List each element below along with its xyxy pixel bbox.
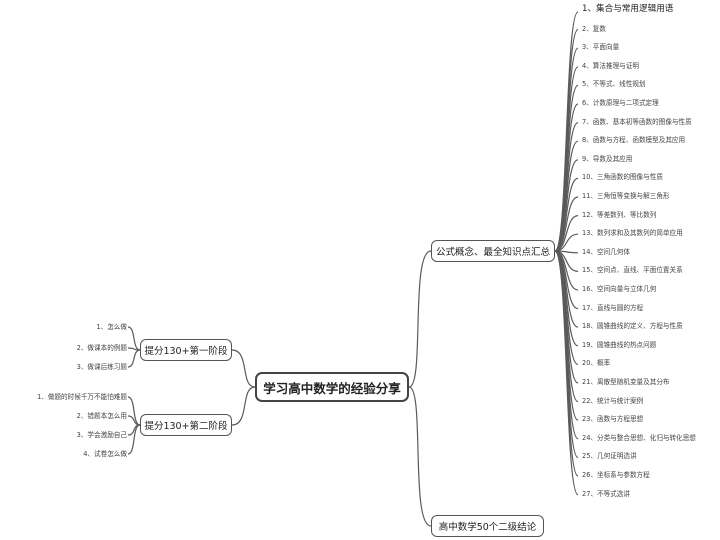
conclusions-branch-node[interactable]: 高中数学50个二级结论 bbox=[431, 515, 544, 537]
topic-item[interactable]: 4、算法推理与证明 bbox=[582, 61, 639, 70]
topic-item[interactable]: 25、几何证明选讲 bbox=[582, 452, 637, 461]
connector-root-conclusions bbox=[408, 386, 432, 527]
stage2-item[interactable]: 1、做题的时候千万不能怕难题 bbox=[37, 393, 127, 401]
topic-item[interactable]: 16、空间向量与立体几何 bbox=[582, 285, 657, 293]
stage2-branch-node[interactable]: 提分130+第二阶段 bbox=[140, 414, 232, 436]
topic-item[interactable]: 23、函数与方程思想 bbox=[582, 415, 644, 424]
topic-item[interactable]: 1、集合与常用逻辑用语 bbox=[582, 4, 674, 14]
topic-item[interactable]: 9、导数及其应用 bbox=[582, 154, 633, 163]
topic-item[interactable]: 10、三角函数的图像与性质 bbox=[582, 173, 663, 182]
stage1-item[interactable]: 1、怎么做 bbox=[96, 323, 127, 331]
connector-root-formula bbox=[408, 250, 432, 388]
topic-item[interactable]: 14、空间几何体 bbox=[582, 247, 630, 256]
topic-item[interactable]: 6、计数原理与二项式定理 bbox=[582, 99, 659, 107]
stage2-item[interactable]: 2、错题本怎么用 bbox=[76, 412, 127, 420]
topic-item[interactable]: 20、概率 bbox=[582, 359, 611, 368]
topic-item[interactable]: 11、三角恒等变换与解三角形 bbox=[582, 192, 670, 200]
topic-item[interactable]: 13、数列求和及其数列的简单应用 bbox=[582, 229, 683, 238]
topic-item[interactable]: 19、圆锥曲线的热点问题 bbox=[582, 340, 657, 349]
formula-branch-node[interactable]: 公式概念、最全知识点汇总 bbox=[431, 240, 555, 262]
connector-topic bbox=[554, 215, 579, 252]
topic-item[interactable]: 26、坐标系与参数方程 bbox=[582, 471, 650, 479]
stage2-item[interactable]: 3、学会激励自己 bbox=[76, 431, 127, 439]
topic-item[interactable]: 17、直线与圆的方程 bbox=[582, 303, 644, 312]
stage1-branch-node[interactable]: 提分130+第一阶段 bbox=[140, 339, 232, 361]
topic-item[interactable]: 12、等差数列、等比数列 bbox=[582, 210, 657, 219]
connector-topic bbox=[554, 250, 579, 496]
connector-root-stage1 bbox=[231, 349, 256, 388]
topic-item[interactable]: 24、分类与整合思想、化归与转化思想 bbox=[582, 433, 696, 442]
topic-item[interactable]: 21、离散型随机变量及其分布 bbox=[582, 378, 670, 386]
connector-root-stage2 bbox=[231, 386, 256, 426]
root-node[interactable]: 学习高中数学的经验分享 bbox=[255, 372, 409, 402]
topic-item[interactable]: 27、不等式选讲 bbox=[582, 489, 630, 498]
connector-stage1-item bbox=[127, 349, 141, 368]
topic-item[interactable]: 3、平面向量 bbox=[582, 43, 620, 52]
stage1-item[interactable]: 3、做课后练习题 bbox=[76, 363, 127, 371]
stage2-item[interactable]: 4、试卷怎么做 bbox=[83, 450, 127, 458]
connector-stage1-item bbox=[127, 326, 141, 351]
topic-item[interactable]: 2、复数 bbox=[582, 24, 606, 33]
topic-item[interactable]: 22、统计与统计案例 bbox=[582, 396, 644, 405]
topic-item[interactable]: 15、空间点、直线、平面位置关系 bbox=[582, 266, 683, 275]
topic-item[interactable]: 8、函数与方程、函数模型及其应用 bbox=[582, 136, 686, 145]
connector-stage2-item bbox=[127, 424, 141, 455]
stage1-item[interactable]: 2、做课本的例题 bbox=[76, 344, 127, 352]
topic-item[interactable]: 5、不等式、线性规划 bbox=[582, 80, 646, 89]
topic-item[interactable]: 7、函数、基本初等函数的图像与性质 bbox=[582, 117, 692, 126]
topic-item[interactable]: 18、圆锥曲线的定义、方程与性质 bbox=[582, 322, 683, 331]
